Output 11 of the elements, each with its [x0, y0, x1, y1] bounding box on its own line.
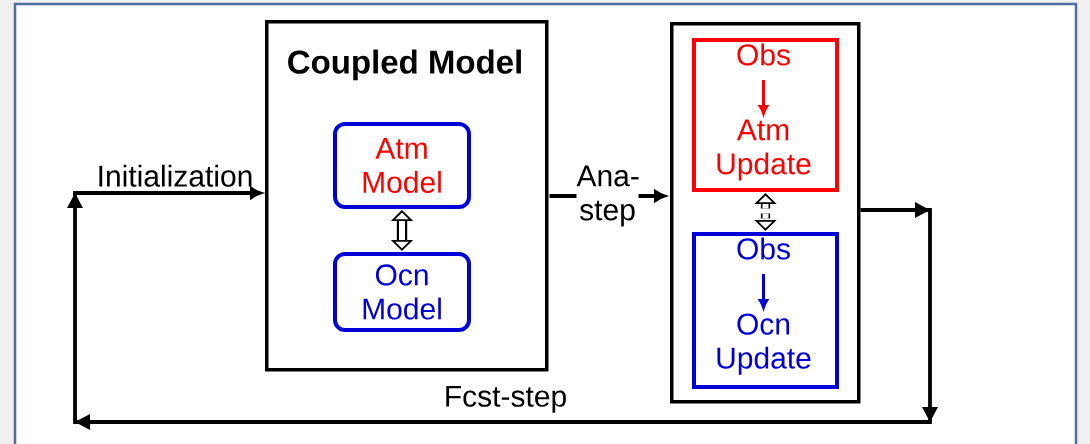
- edge-label: Ana-step: [576, 165, 639, 227]
- double-arrow: [390, 210, 414, 251]
- loop-arrow: [67, 187, 938, 430]
- process-box: Atm Model: [333, 122, 471, 209]
- flow-label: Initialization: [99, 164, 252, 187]
- edge-label: Fcst-step: [446, 385, 566, 413]
- analysis-box: [670, 22, 861, 404]
- double-arrow: [754, 193, 777, 231]
- process-box: Obs Atm Update: [692, 38, 839, 192]
- process-box: Ocn Model: [333, 252, 471, 332]
- process-box: Obs Ocn Update: [692, 232, 839, 389]
